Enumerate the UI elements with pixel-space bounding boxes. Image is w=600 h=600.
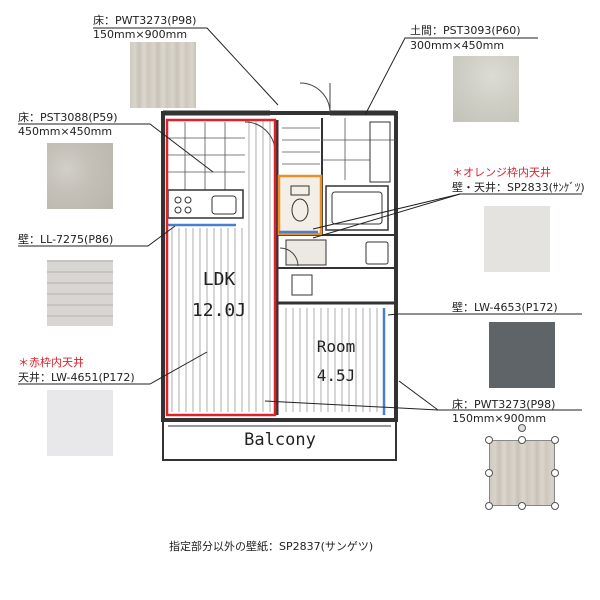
swatch-wall-ll7275 — [47, 260, 113, 326]
label-entrance-floor-name: 土間：PST3093(P60) — [410, 24, 521, 37]
resize-handle[interactable] — [485, 436, 493, 444]
label-floor-tile-name: 床：PST3088(P59) — [18, 111, 118, 124]
label-ceiling-lw4651: 天井：LW-4651(P172) — [18, 371, 135, 384]
footer-note: 指定部分以外の壁紙：SP2837(サンゲツ) — [169, 540, 374, 553]
swatch-wall-ceiling-sp2833 — [484, 206, 550, 272]
swatch-ceiling-lw4651 — [47, 390, 113, 456]
room-floor-pattern — [285, 308, 378, 412]
label-red-note: ＊赤枠内天井 — [18, 356, 84, 369]
rotate-handle[interactable] — [518, 424, 526, 432]
label-orange-wall-ceiling: 壁・天井：SP2833(ｻﾝｹﾞﾂ) — [452, 181, 585, 194]
room-size: 4.5J — [317, 366, 356, 385]
room-name: Room — [317, 337, 356, 356]
resize-handle[interactable] — [551, 469, 559, 477]
label-wall-lw4653: 壁：LW-4653(P172) — [452, 301, 558, 314]
resize-handle[interactable] — [518, 436, 526, 444]
entrance-tile-pattern — [282, 118, 396, 180]
ldk-red-frame — [165, 118, 277, 417]
label-floor-wood-bottom-size: 150mm×900mm — [452, 412, 547, 425]
swatch-wall-lw4653 — [489, 322, 555, 388]
label-floor-wood-top-size: 150mm×900mm — [93, 28, 188, 41]
toilet-fixture — [290, 185, 310, 222]
swatch-floor-wood-bottom[interactable] — [489, 440, 555, 506]
resize-handle[interactable] — [518, 502, 526, 510]
balcony-area — [162, 419, 397, 461]
plan-walls — [161, 110, 398, 422]
kitchen-counter — [167, 189, 244, 219]
label-orange-note: ＊オレンジ枠内天井 — [452, 166, 551, 179]
ldk-floor-pattern — [171, 120, 271, 412]
bathroom-fixtures — [285, 121, 391, 296]
kitchen-tile-pattern — [168, 122, 245, 190]
balcony-name: Balcony — [244, 430, 316, 450]
label-floor-wood-bottom-name: 床：PWT3273(P98) — [452, 398, 556, 411]
resize-handle[interactable] — [551, 502, 559, 510]
label-floor-tile-size: 450mm×450mm — [18, 125, 113, 138]
label-floor-wood-top-name: 床：PWT3273(P98) — [93, 14, 197, 27]
blue-wall-marks — [168, 223, 386, 415]
label-wall-ll7275: 壁：LL-7275(P86) — [18, 233, 114, 246]
leader-lines — [18, 27, 582, 411]
swatch-floor-wood-top — [130, 42, 196, 108]
swatch-entrance-floor — [453, 56, 519, 122]
swatch-floor-tile — [47, 143, 113, 209]
toilet-orange-frame — [277, 174, 323, 236]
door-swings — [244, 82, 331, 267]
label-entrance-floor-size: 300mm×450mm — [410, 39, 505, 52]
ldk-name: LDK — [203, 269, 236, 290]
resize-handle[interactable] — [485, 469, 493, 477]
ldk-size: 12.0J — [192, 300, 246, 321]
resize-handle[interactable] — [485, 502, 493, 510]
resize-handle[interactable] — [551, 436, 559, 444]
